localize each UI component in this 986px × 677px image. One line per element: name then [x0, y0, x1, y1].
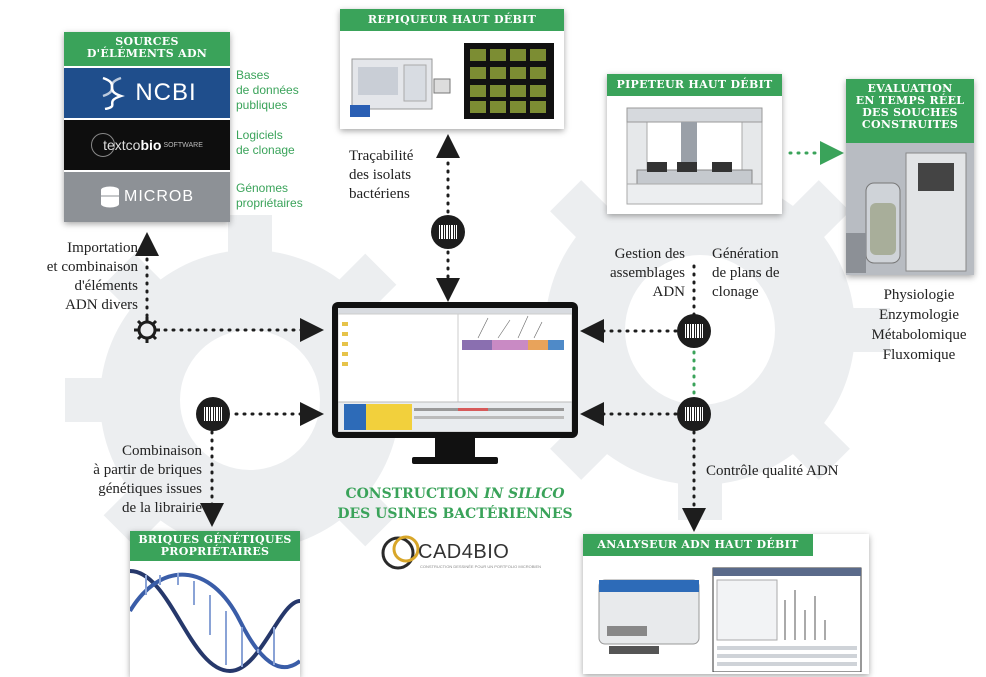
microb-logo: MICROB [64, 172, 230, 222]
caption-combinaison: Combinaison à partir de briques génétiqu… [93, 443, 202, 516]
textco-circle-icon [91, 133, 116, 157]
sources-card: SOURCES D'ÉLÉMENTS ADN NCBI textcobio SO… [64, 32, 230, 222]
barcode-icon-gestion [677, 314, 711, 348]
caption-proprietary-genomes: Génomes propriétaires [236, 181, 303, 210]
caption-controle: Contrôle qualité ADN [706, 463, 839, 479]
sources-banner: SOURCES D'ÉLÉMENTS ADN [64, 32, 230, 66]
barcode-icon-combinaison [196, 397, 230, 431]
caption-public-databases: Bases de données publiques [236, 68, 299, 112]
dna-double-helix-icon [130, 569, 300, 674]
textco-sub: SOFTWARE [163, 141, 203, 149]
bioreactor-image [846, 143, 974, 275]
caption-tracabilite: Traçabilité des isolats bactériens [349, 148, 414, 202]
settings-gear-icon [134, 317, 160, 343]
caption-gestion: Gestion des assemblages ADN [610, 246, 685, 300]
caption-generation: Génération de plans de clonage [712, 246, 780, 300]
repiqueur-banner: REPIQUEUR HAUT DÉBIT [340, 9, 564, 31]
monitor-base [412, 457, 498, 464]
monitor-screen [332, 302, 578, 438]
repiqueur-card: REPIQUEUR HAUT DÉBIT [340, 9, 564, 129]
ncbi-label: NCBI [135, 79, 197, 106]
pipeteur-card: PIPETEUR HAUT DÉBIT [607, 74, 782, 214]
monitor-stand [435, 438, 475, 458]
textco-label: textcobio [103, 137, 162, 153]
caption-cloning-software: Logiciels de clonage [236, 128, 295, 157]
evaluation-banner: EVALUATION EN TEMPS RÉEL DES SOUCHES CON… [846, 79, 974, 143]
textco-logo: textcobio SOFTWARE [64, 120, 230, 170]
database-icon [101, 186, 119, 208]
microb-label: MICROB [124, 188, 194, 205]
barcode-icon-tracabilite [431, 215, 465, 249]
cad4bio-label: CAD4BIO [418, 541, 510, 563]
analyseur-card: ANALYSEUR ADN HAUT DÉBIT [583, 534, 869, 674]
software-screenshot [338, 308, 572, 432]
caption-importation: Importation et combinaison d'éléments AD… [46, 240, 138, 313]
pipeteur-banner: PIPETEUR HAUT DÉBIT [607, 74, 782, 96]
cad4bio-logo: CAD4BIO CONSTRUCTION DESSINÉE POUR UN PO… [380, 531, 542, 577]
briques-card: BRIQUES GÉNÉTIQUES PROPRIÉTAIRES [130, 531, 300, 677]
pipetting-robot-image [626, 107, 763, 205]
monitor [332, 302, 578, 464]
center-title: CONSTRUCTION IN SILICO DES USINES BACTÉR… [337, 486, 573, 522]
dna-helix-icon [102, 76, 126, 110]
cad4bio-ring-icon [381, 535, 420, 570]
evaluation-list: Physiologie Enzymologie Métabolomique Fl… [871, 287, 967, 363]
colony-picker-image [350, 43, 554, 119]
cad4bio-sub: CONSTRUCTION DESSINÉE POUR UN PORTFOLIO … [420, 564, 542, 569]
analyseur-banner: ANALYSEUR ADN HAUT DÉBIT [583, 534, 813, 556]
barcode-icon-controle [677, 397, 711, 431]
briques-banner: BRIQUES GÉNÉTIQUES PROPRIÉTAIRES [130, 531, 300, 561]
dna-analyzer-image [598, 567, 862, 672]
ncbi-logo: NCBI [64, 68, 230, 118]
evaluation-card: EVALUATION EN TEMPS RÉEL DES SOUCHES CON… [846, 79, 974, 275]
